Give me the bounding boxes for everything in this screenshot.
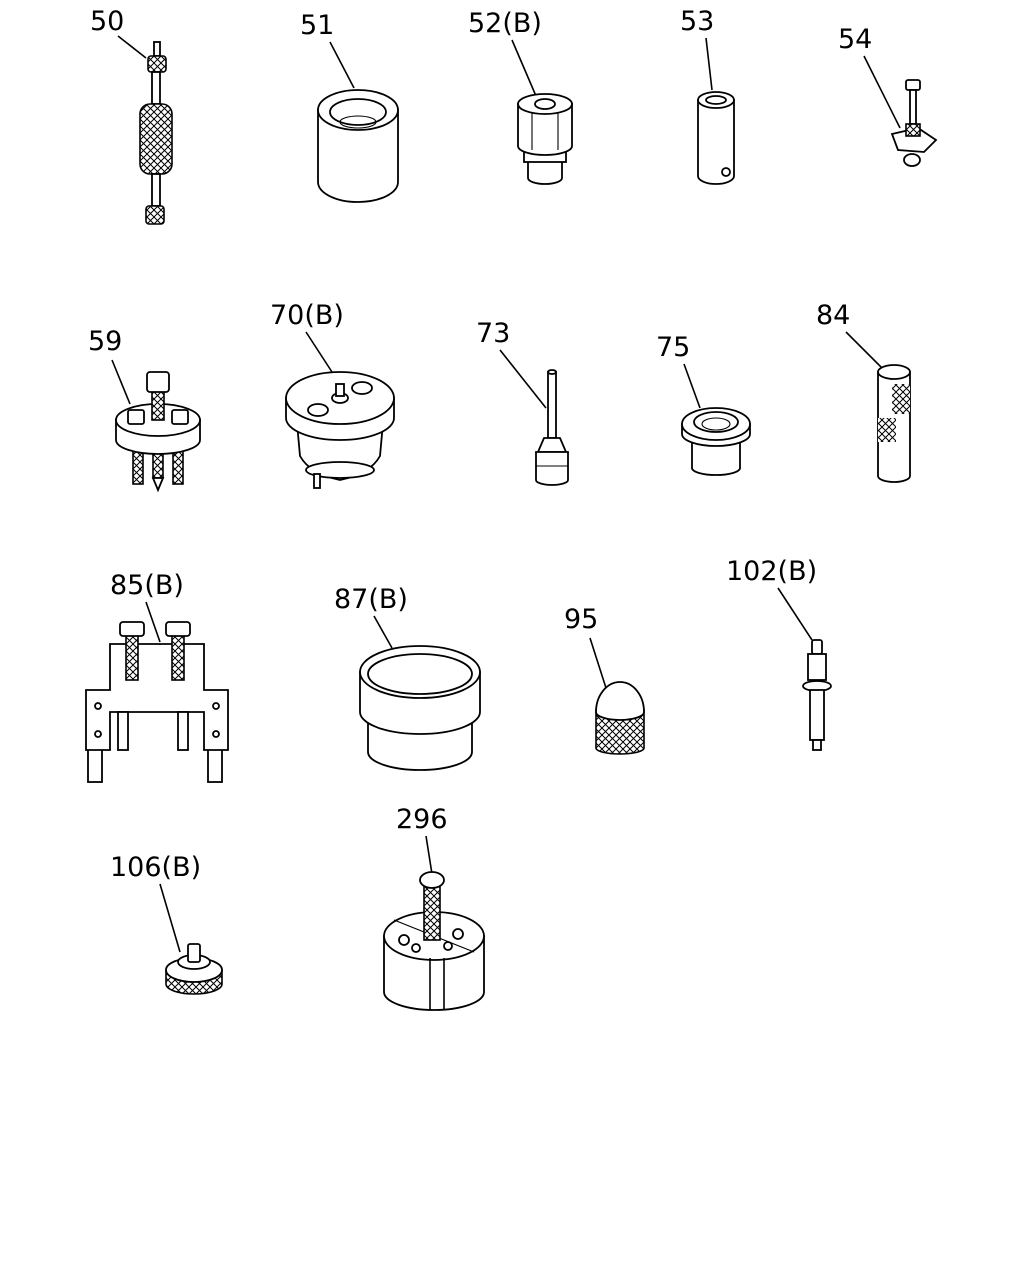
part-85: 85(B) — [85, 570, 229, 783]
part-label-53: 53 — [680, 6, 714, 37]
part-label-95: 95 — [564, 604, 598, 635]
part-106: 106(B) — [110, 852, 223, 995]
part-label-296: 296 — [396, 804, 448, 835]
part-59: 59 — [88, 326, 201, 493]
part-label-59: 59 — [88, 326, 122, 357]
flanged-bushing-icon — [681, 407, 751, 476]
sleeve-icon — [317, 89, 399, 203]
part-label-106: 106(B) — [110, 852, 201, 883]
part-label-102: 102(B) — [726, 556, 817, 587]
ring-installer-icon — [359, 645, 481, 771]
slide-hammer-icon — [139, 41, 173, 225]
part-label-75: 75 — [656, 332, 690, 363]
knurled-nut-icon — [165, 943, 223, 995]
part-84: 84 — [816, 300, 911, 483]
part-label-85: 85(B) — [110, 570, 184, 601]
split-collet-icon — [383, 871, 485, 1011]
pilot-pin-icon — [802, 639, 832, 751]
part-296: 296 — [383, 804, 485, 1011]
part-50: 50 — [90, 6, 173, 225]
clamp-icon — [890, 79, 938, 167]
drift-pin-icon — [535, 369, 569, 486]
part-73: 73 — [476, 318, 569, 486]
part-label-50: 50 — [90, 6, 124, 37]
part-label-73: 73 — [476, 318, 510, 349]
puller-body-icon — [285, 371, 395, 489]
part-95: 95 — [564, 604, 645, 755]
part-87: 87(B) — [334, 584, 481, 771]
part-label-52: 52(B) — [468, 8, 542, 39]
part-label-87: 87(B) — [334, 584, 408, 615]
part-53: 53 — [680, 6, 735, 185]
part-label-54: 54 — [838, 24, 872, 55]
part-label-84: 84 — [816, 300, 850, 331]
part-70: 70(B) — [270, 300, 395, 489]
part-52: 52(B) — [468, 8, 573, 185]
puller-plate-icon — [115, 371, 201, 493]
part-102: 102(B) — [726, 556, 832, 751]
part-75: 75 — [656, 332, 751, 476]
part-label-51: 51 — [300, 10, 334, 41]
tube-icon — [697, 91, 735, 185]
knurled-rod-icon — [877, 364, 911, 483]
knurled-knob-icon — [595, 681, 645, 755]
part-label-70: 70(B) — [270, 300, 344, 331]
part-51: 51 — [300, 10, 399, 203]
adapter-icon — [517, 93, 573, 185]
part-54: 54 — [838, 24, 938, 167]
bracket-icon — [85, 621, 229, 783]
